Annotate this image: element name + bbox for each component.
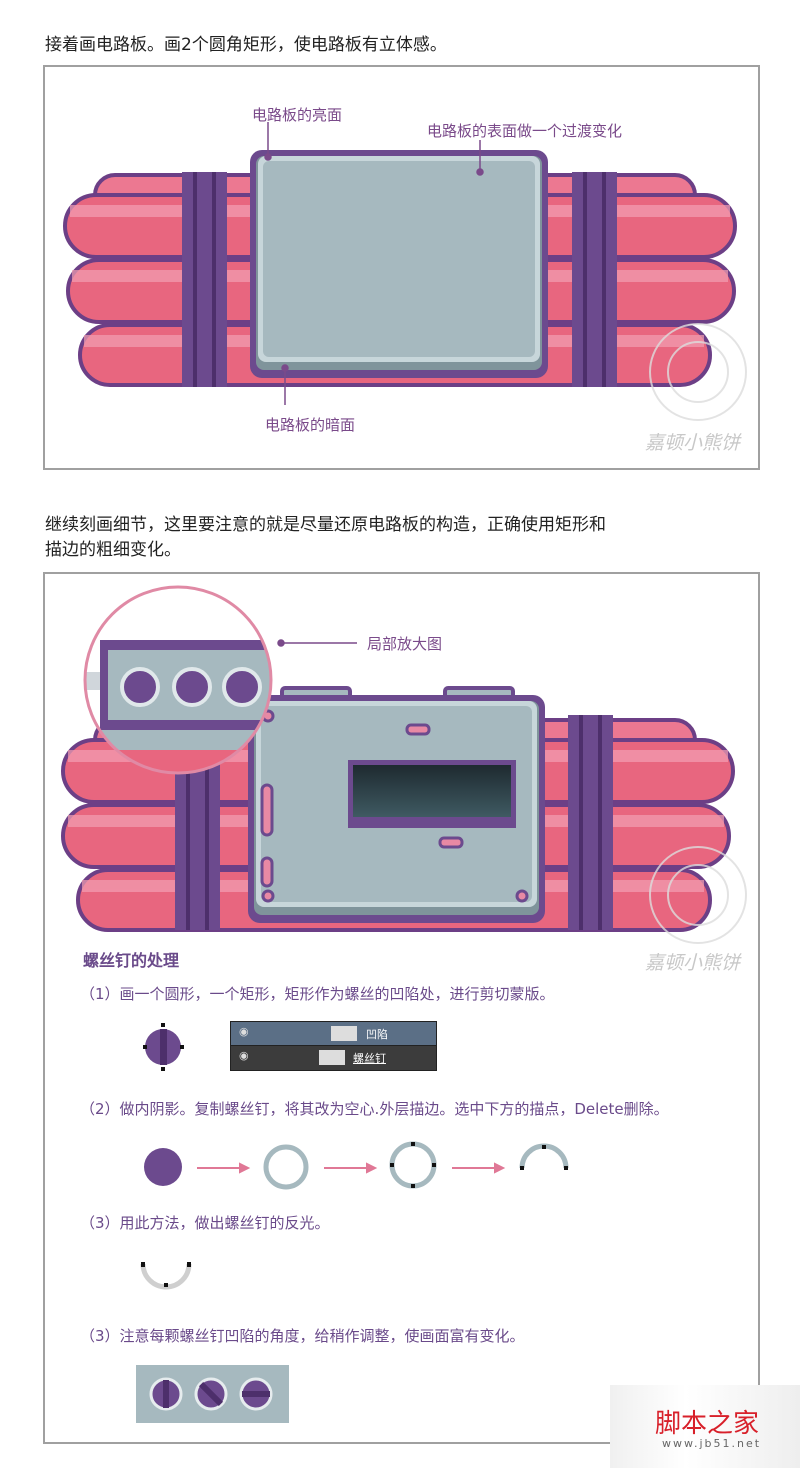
layers-panel: ◉ 凹陷 ◉ 螺丝钉 <box>230 1021 437 1071</box>
watermark-2: 嘉顿小熊饼 <box>645 952 741 974</box>
layer-thumbnail <box>331 1026 357 1041</box>
layer-name: 凹陷 <box>366 1028 388 1041</box>
eye-icon[interactable]: ◉ <box>239 1025 249 1038</box>
logo-name: 脚本之家 <box>655 1409 760 1439</box>
intro-text-2: 继续刻画细节，这里要注意的就是尽量还原电路板的构造，正确使用矩形和 描边的粗细变… <box>45 513 606 563</box>
label-zoom: 局部放大图 <box>367 635 443 653</box>
figure-2 <box>43 572 760 1444</box>
screw-angles-illustration <box>136 1365 289 1423</box>
layer-name: 螺丝钉 <box>353 1052 386 1065</box>
layer-thumbnail <box>319 1050 345 1065</box>
step-2-text: （2）做内阴影。复制螺丝钉，将其改为空心.外层描边。选中下方的描点，Delete… <box>80 1100 669 1118</box>
layer-row-screw[interactable]: ◉ 螺丝钉 <box>231 1046 436 1069</box>
screw-steps-illustration <box>144 1141 569 1190</box>
intro-line-2: 描边的粗细变化。 <box>45 540 181 560</box>
layer-row-dent[interactable]: ◉ 凹陷 <box>231 1022 436 1046</box>
seal-watermark <box>649 323 747 421</box>
step-3-text: （3）用此方法，做出螺丝钉的反光。 <box>80 1214 330 1232</box>
intro-text-1: 接着画电路板。画2个圆角矩形，使电路板有立体感。 <box>45 35 447 55</box>
logo-url: www.jb51.net <box>662 1437 762 1450</box>
screw-reflection-illustration <box>140 1262 192 1290</box>
label-surface: 电路板的表面做一个过渡变化 <box>427 122 623 140</box>
site-logo: 脚本之家 www.jb51.net <box>610 1385 800 1468</box>
figure-1 <box>43 65 760 470</box>
label-shadow: 电路板的暗面 <box>265 416 356 434</box>
intro-line-1: 继续刻画细节，这里要注意的就是尽量还原电路板的构造，正确使用矩形和 <box>45 515 606 535</box>
section-title: 螺丝钉的处理 <box>83 951 180 970</box>
eye-icon[interactable]: ◉ <box>239 1049 249 1062</box>
screw-clip-illustration <box>143 1023 184 1071</box>
watermark: 嘉顿小熊饼 <box>645 432 741 454</box>
label-highlight: 电路板的亮面 <box>252 106 343 124</box>
dynamite-illustration-1 <box>63 122 747 421</box>
step-1-text: （1）画一个圆形，一个矩形，矩形作为螺丝的凹陷处，进行剪切蒙版。 <box>80 985 555 1003</box>
step-4-text: （3）注意每颗螺丝钉凹陷的角度，给稍作调整，使画面富有变化。 <box>80 1327 525 1345</box>
